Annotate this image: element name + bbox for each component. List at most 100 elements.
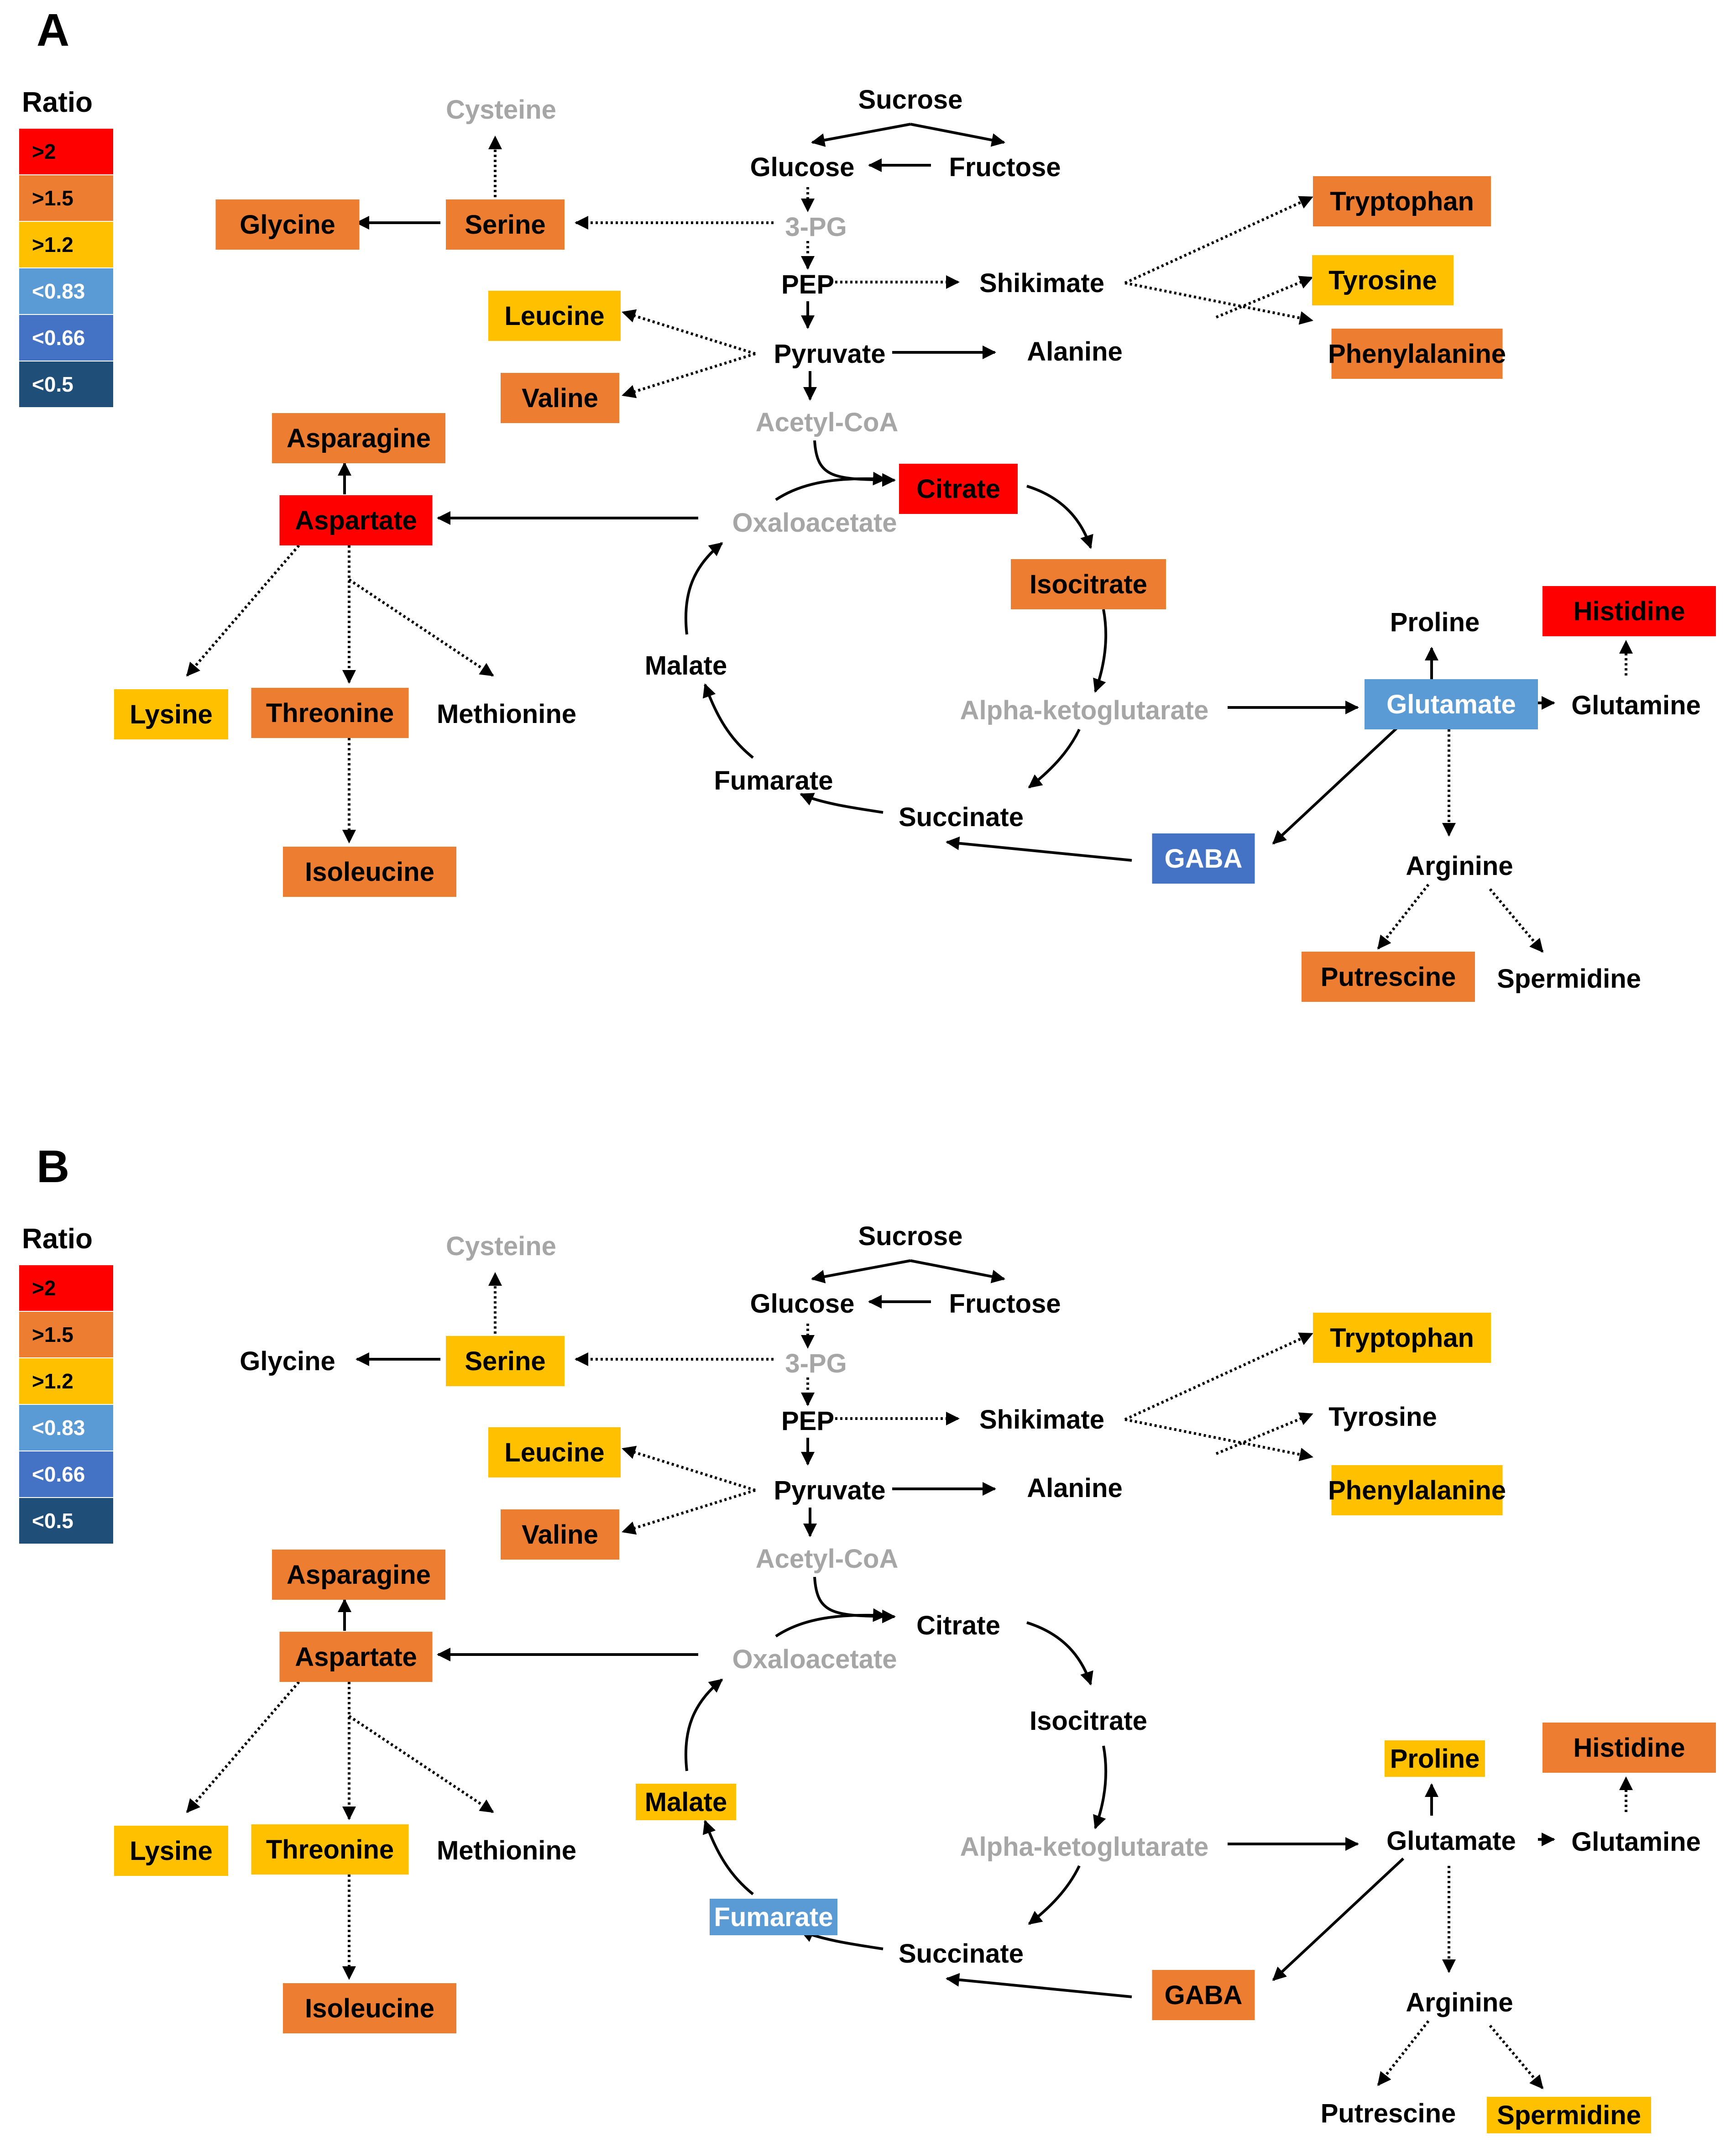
node-glutamate: Glutamate xyxy=(1365,679,1538,729)
node-spermidine-box xyxy=(1487,2097,1651,2133)
node-aspartate-box xyxy=(279,495,433,545)
node-phenylalanine: Phenylalanine xyxy=(1328,1465,1506,1515)
node-glycine-label: Glycine xyxy=(240,1346,335,1376)
node-spermidine-label: Spermidine xyxy=(1497,2100,1641,2130)
node-putrescine-box xyxy=(1302,952,1475,1002)
edge-akg-succinate xyxy=(1028,728,1081,789)
node-fumarate-label: Fumarate xyxy=(714,766,833,796)
node-glutamine: Glutamine xyxy=(1571,1827,1701,1857)
node-lysine: Lysine xyxy=(114,689,228,739)
legend-label: >2 xyxy=(32,140,56,163)
edge-sucrose-glucose xyxy=(811,123,911,147)
edge-shikimate-phenylalanine xyxy=(1124,1418,1313,1461)
edge-citrate-isocitrate xyxy=(1026,485,1093,549)
node-tryptophan-box xyxy=(1313,1313,1491,1363)
node-alphakg: Alpha-ketoglutarate xyxy=(960,1832,1209,1862)
panel-letter: A xyxy=(37,5,69,56)
node-valine: Valine xyxy=(501,373,619,423)
node-threonine: Threonine xyxy=(251,1824,409,1875)
node-isocitrate: Isocitrate xyxy=(1030,1706,1147,1736)
node-tryptophan-box xyxy=(1313,176,1491,226)
node-glucose-label: Glucose xyxy=(750,1289,855,1319)
node-histidine: Histidine xyxy=(1543,1723,1716,1773)
node-3pg: 3-PG xyxy=(785,212,847,242)
node-succinate: Succinate xyxy=(899,802,1024,832)
node-putrescine-label: Putrescine xyxy=(1321,962,1456,992)
legend-swatch xyxy=(19,315,113,361)
node-pep: PEP xyxy=(781,1406,834,1436)
node-cysteine: Cysteine xyxy=(446,95,556,125)
legend-swatch xyxy=(19,1312,113,1357)
node-glutamate-label: Glutamate xyxy=(1386,690,1516,719)
edge-shikimate-tryptophan xyxy=(1124,1332,1313,1421)
node-lysine-label: Lysine xyxy=(130,1836,213,1866)
edge-succinate-fumarate xyxy=(800,793,884,814)
node-valine-label: Valine xyxy=(522,1520,598,1550)
edge-aspartate-methionine xyxy=(348,1715,494,1813)
node-gaba-label: GABA xyxy=(1165,844,1243,874)
legend-label: <0.66 xyxy=(32,326,85,350)
legend-label: <0.83 xyxy=(32,1416,85,1440)
node-isocitrate-box xyxy=(1011,559,1166,609)
edge-malate-oxaloacetate xyxy=(684,1678,723,1771)
node-valine: Valine xyxy=(501,1509,619,1560)
node-cysteine: Cysteine xyxy=(446,1231,556,1261)
node-sucrose: Sucrose xyxy=(858,85,963,115)
node-phenylalanine-box xyxy=(1331,329,1503,379)
node-leucine-box xyxy=(488,1427,621,1477)
node-leucine: Leucine xyxy=(488,1427,621,1477)
legend-label: >2 xyxy=(32,1276,56,1300)
node-lysine-box xyxy=(114,1826,228,1876)
edge-aspartate-lysine xyxy=(186,545,300,677)
panel-letter: B xyxy=(37,1141,69,1192)
node-threonine-box xyxy=(251,1824,409,1875)
legend-swatch xyxy=(19,1498,113,1544)
node-isoleucine: Isoleucine xyxy=(283,1983,456,2033)
edge-isocitrate-akg xyxy=(1093,609,1108,693)
node-malate: Malate xyxy=(636,1784,736,1820)
edge-shikimate-tyrosine xyxy=(1215,1412,1313,1455)
edge-glutamate-gaba xyxy=(1272,721,1405,845)
node-citrate: Citrate xyxy=(899,464,1018,514)
node-tyrosine-box xyxy=(1312,255,1454,305)
node-oxaloacetate: Oxaloacetate xyxy=(732,508,897,538)
node-serine-label: Serine xyxy=(465,1346,545,1376)
node-3pg: 3-PG xyxy=(785,1349,847,1378)
node-threonine-label: Threonine xyxy=(266,1835,394,1864)
legend-swatch xyxy=(19,1405,113,1451)
node-leucine-label: Leucine xyxy=(504,301,604,331)
node-methionine-label: Methionine xyxy=(437,699,576,729)
edge-shikimate-phenylalanine xyxy=(1124,282,1313,325)
edge-glutamate-gaba xyxy=(1272,1857,1405,1981)
node-asparagine-box xyxy=(272,413,445,463)
edge-gaba-succinate xyxy=(946,1973,1132,1998)
node-sucrose-label: Sucrose xyxy=(858,85,963,115)
node-arginine-label: Arginine xyxy=(1406,1988,1513,2017)
node-proline-label: Proline xyxy=(1390,608,1480,637)
node-arginine: Arginine xyxy=(1406,851,1513,881)
node-alphakg-label: Alpha-ketoglutarate xyxy=(960,1832,1209,1862)
legend-label: <0.66 xyxy=(32,1462,85,1486)
ratio-legend: Ratio>2>1.5>1.2<0.83<0.66<0.5 xyxy=(19,1223,113,1544)
node-sucrose-label: Sucrose xyxy=(858,1221,963,1251)
node-alanine-label: Alanine xyxy=(1027,1473,1123,1503)
legend-label: <0.5 xyxy=(32,1509,73,1533)
node-pyruvate-label: Pyruvate xyxy=(774,339,885,369)
legend-swatch xyxy=(19,268,113,314)
node-gaba: GABA xyxy=(1152,833,1255,884)
edge-pyruvate-valine xyxy=(622,1489,756,1535)
node-tyrosine-label: Tyrosine xyxy=(1328,266,1437,295)
node-lysine-box xyxy=(114,689,228,739)
node-malate-label: Malate xyxy=(645,651,727,681)
node-tryptophan: Tryptophan xyxy=(1313,1313,1491,1363)
edge-fumarate-malate xyxy=(702,683,754,759)
node-histidine-label: Histidine xyxy=(1574,597,1685,626)
node-isoleucine-label: Isoleucine xyxy=(305,857,434,887)
edge-citrate-isocitrate xyxy=(1026,1621,1093,1686)
node-glycine: Glycine xyxy=(215,199,360,250)
edge-oxaloacetate-citrate xyxy=(775,471,887,501)
panel-a: ARatio>2>1.5>1.2<0.83<0.66<0.5SucroseGlu… xyxy=(19,5,1716,1002)
node-histidine-box xyxy=(1543,586,1716,636)
legend-swatch xyxy=(19,1451,113,1497)
